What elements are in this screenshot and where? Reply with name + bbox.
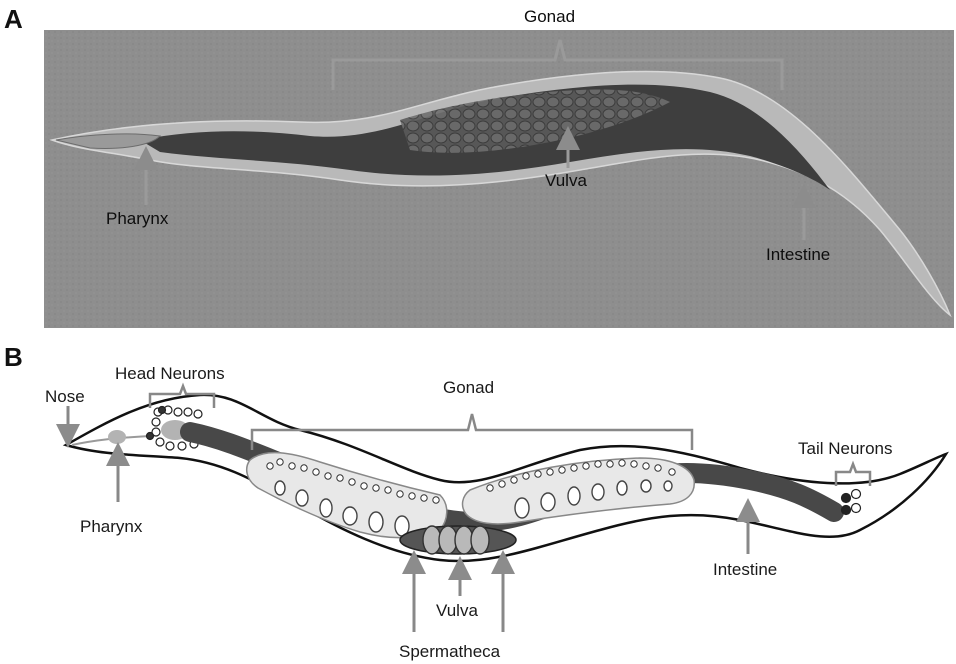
label-tail-neurons: Tail Neurons [798, 440, 893, 457]
label-pharynx-b: Pharynx [80, 518, 142, 535]
panel-b-letter: B [4, 344, 23, 370]
label-intestine-a: Intestine [766, 246, 830, 263]
panel-b-schematic [66, 386, 946, 632]
schematic-pharynx-bulb [108, 430, 126, 444]
panel-a-micrograph [44, 30, 954, 328]
label-intestine-b: Intestine [713, 561, 777, 578]
label-spermatheca: Spermatheca [399, 643, 500, 660]
panel-a-letter: A [4, 6, 23, 32]
label-gonad-a: Gonad [524, 8, 575, 25]
label-pharynx-a: Pharynx [106, 210, 168, 227]
label-vulva-b: Vulva [436, 602, 478, 619]
label-vulva-a: Vulva [545, 172, 587, 189]
label-nose: Nose [45, 388, 85, 405]
label-head-neurons: Head Neurons [115, 365, 225, 382]
label-gonad-b: Gonad [443, 379, 494, 396]
